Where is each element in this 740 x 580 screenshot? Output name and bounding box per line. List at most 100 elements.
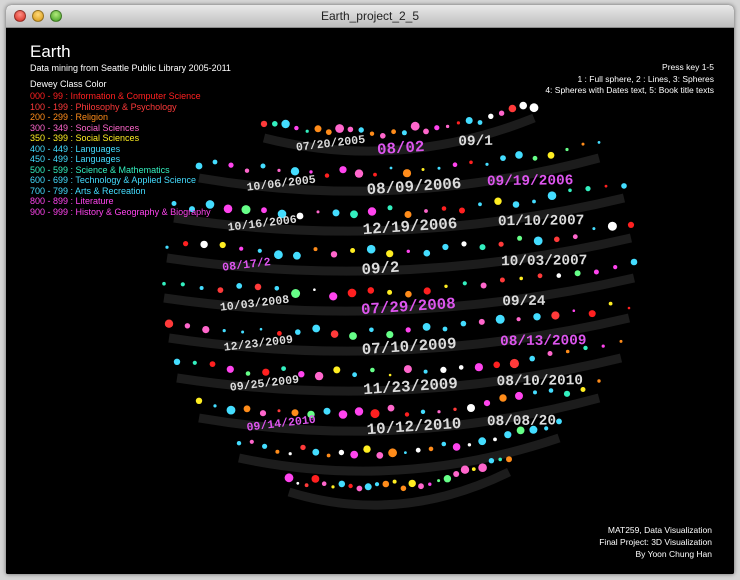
book-sphere: [406, 249, 410, 253]
book-sphere: [500, 155, 506, 161]
book-sphere: [312, 448, 320, 456]
date-label: 07/10/2009: [361, 335, 457, 359]
book-sphere: [422, 323, 431, 331]
book-sphere: [387, 404, 395, 412]
book-sphere: [300, 444, 306, 451]
zoom-window-button[interactable]: [50, 10, 62, 22]
book-sphere: [456, 121, 460, 125]
book-sphere: [493, 361, 501, 369]
book-sphere: [533, 236, 543, 246]
book-sphere: [205, 200, 215, 209]
book-sphere: [445, 124, 450, 129]
legend-item: 200 - 299 : Religion: [30, 112, 109, 122]
date-label: 09/2: [361, 259, 400, 279]
book-sphere: [313, 288, 316, 292]
book-sphere: [391, 129, 396, 135]
book-sphere: [330, 330, 339, 338]
book-sphere: [339, 166, 347, 174]
book-sphere: [608, 301, 613, 306]
book-sphere: [565, 147, 569, 152]
book-sphere: [516, 317, 521, 322]
book-sphere: [529, 103, 539, 113]
book-sphere: [314, 371, 324, 381]
spiral-band: [168, 313, 631, 356]
book-sphere: [551, 311, 560, 320]
book-sphere: [291, 289, 301, 298]
book-sphere: [236, 283, 243, 289]
book-sphere: [165, 245, 169, 249]
close-window-button[interactable]: [14, 10, 26, 22]
book-sphere: [442, 326, 448, 332]
book-sphere: [437, 410, 441, 414]
book-sphere: [556, 418, 562, 425]
book-sphere: [529, 355, 535, 362]
book-sphere: [459, 207, 465, 214]
book-sphere: [236, 441, 242, 446]
minimize-window-button[interactable]: [32, 10, 44, 22]
book-sphere: [619, 339, 623, 343]
book-sphere: [329, 292, 338, 301]
spiral-band: [198, 393, 601, 436]
book-sphere: [533, 313, 541, 321]
book-sphere: [373, 172, 377, 177]
book-sphere: [437, 166, 441, 170]
book-sphere: [478, 463, 487, 473]
book-sphere: [370, 367, 375, 373]
book-sphere: [259, 327, 263, 331]
book-sphere: [200, 240, 208, 249]
book-sphere: [627, 221, 635, 228]
legend-item: 500 - 599 : Science & Mathematics: [30, 164, 170, 175]
date-label: 08/17/2: [222, 256, 272, 275]
book-sphere: [363, 445, 371, 453]
book-sphere: [568, 188, 572, 193]
book-sphere: [358, 127, 364, 133]
title-bar[interactable]: Earth_project_2_5: [6, 5, 734, 28]
book-sphere: [338, 410, 348, 419]
book-sphere: [460, 465, 470, 474]
book-sphere: [437, 479, 441, 483]
book-sphere: [223, 204, 233, 214]
book-sphere: [488, 458, 495, 464]
legend-item: 600 - 699 : Technology & Applied Science: [30, 175, 196, 185]
book-sphere: [630, 258, 638, 266]
book-sphere: [548, 388, 554, 393]
book-sphere: [219, 241, 226, 249]
hint-line: 1 : Full sphere, 2 : Lines, 3: Spheres: [577, 73, 714, 84]
book-sphere: [532, 155, 538, 161]
date-label: 07/29/2008: [361, 295, 457, 319]
book-sphere: [493, 437, 497, 442]
book-sphere: [338, 449, 345, 456]
spiral-band: [198, 153, 601, 196]
book-sphere: [213, 404, 217, 408]
book-sphere: [212, 159, 218, 165]
book-sphere: [314, 125, 322, 133]
book-sphere: [350, 248, 356, 253]
hint-line: Press key 1-5: [662, 62, 714, 72]
book-sphere: [461, 241, 467, 247]
book-sphere: [621, 183, 627, 189]
book-sphere: [428, 482, 432, 486]
book-sphere: [277, 209, 287, 219]
hint-line: 4: Spheres with Dates text, 5: Book titl…: [545, 85, 714, 95]
book-sphere: [588, 310, 596, 318]
book-sphere: [293, 251, 301, 260]
book-sphere: [311, 475, 320, 483]
book-sphere: [226, 405, 236, 415]
book-sphere: [296, 481, 300, 485]
book-sphere: [410, 121, 420, 131]
book-sphere: [226, 365, 234, 373]
book-sphere: [374, 482, 380, 487]
book-sphere: [245, 371, 251, 376]
book-sphere: [592, 227, 596, 231]
book-sphere: [593, 269, 599, 275]
book-sphere: [202, 326, 210, 334]
date-label: 08/09/2006: [366, 175, 462, 199]
date-label: 08/08/20: [487, 413, 556, 430]
book-sphere: [547, 191, 557, 200]
book-sphere: [262, 368, 270, 376]
book-sphere: [532, 199, 536, 204]
